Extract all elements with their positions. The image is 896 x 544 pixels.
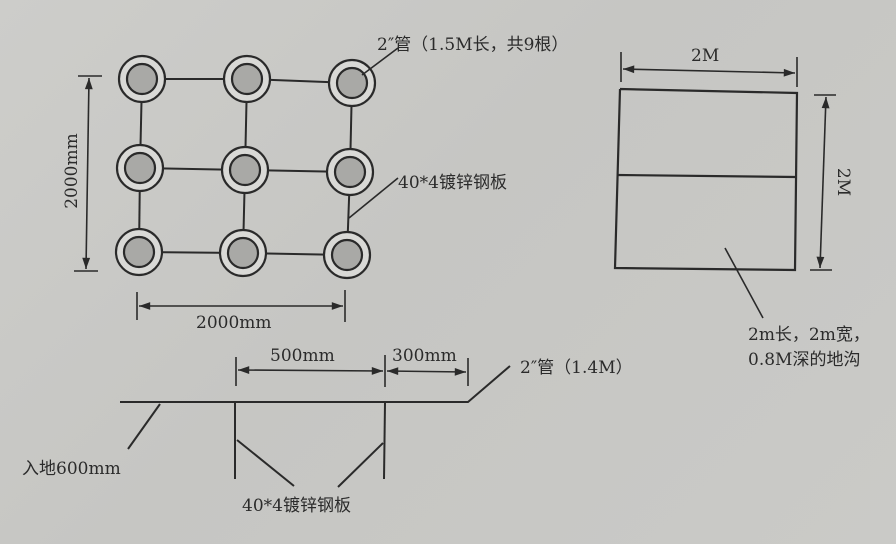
pit-top-label: 2M [691, 46, 720, 66]
pit-side-dimension [810, 94, 836, 271]
pipe-8 [218, 228, 268, 278]
section-dim-500: 500mm [270, 346, 335, 366]
strap-leader-left [236, 439, 295, 487]
plan-height-dimension [74, 75, 102, 272]
pipe-3 [327, 58, 377, 108]
section-drawing [120, 365, 511, 488]
section-dim-300: 300mm [392, 346, 457, 366]
section-pipe-leader [502, 367, 509, 373]
pipe-2 [222, 54, 272, 104]
section-strap-label: 40*4镀锌钢板 [242, 496, 351, 516]
pipe-9 [322, 230, 372, 280]
plan-width-label: 2000mm [196, 313, 272, 333]
section-pipe-label: 2″管（1.4M） [520, 358, 633, 378]
pit-note-line1: 2m长，2m宽， [748, 325, 870, 345]
pipe-7 [114, 227, 164, 277]
strap-leader-right [337, 442, 384, 488]
pipe-leader [361, 47, 399, 76]
depth-leader [127, 403, 161, 450]
plan-width-dimension [136, 290, 346, 322]
pipe-right [383, 402, 386, 480]
pit-rectangle [613, 87, 799, 272]
pipe-5 [220, 145, 270, 195]
pipe-1 [117, 54, 167, 104]
plan-height-label: 2000mm [62, 133, 82, 209]
strap-leader [348, 177, 399, 219]
pit-top-dimension [620, 52, 798, 87]
pit-side-label: 2M [833, 167, 853, 197]
pipe-6 [325, 147, 375, 197]
pit-leader [724, 247, 764, 319]
section-dimensions [235, 355, 469, 387]
section-depth-label: 入地600mm [22, 459, 121, 479]
pipe-4 [115, 143, 165, 193]
strap-label-plan: 40*4镀锌钢板 [398, 173, 507, 193]
pit-note-line2: 0.8M深的地沟 [748, 350, 861, 370]
pipe-grid [114, 54, 377, 280]
pipe-label: 2″管（1.5M长，共9根） [377, 35, 569, 55]
ground-strap-line [120, 365, 511, 403]
